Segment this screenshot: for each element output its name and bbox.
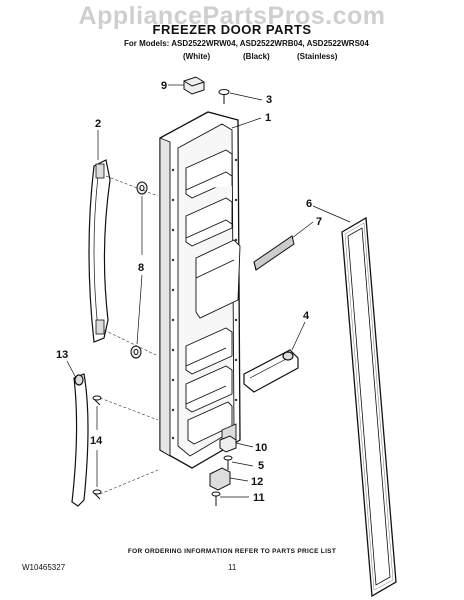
variant-stainless: (Stainless) [297, 52, 338, 61]
freezer-door-panel [159, 111, 241, 469]
callout-2: 2 [95, 118, 101, 130]
leader-lines [66, 84, 351, 498]
lower-handle [71, 373, 89, 507]
callout-9: 9 [161, 80, 167, 92]
callout-13: 13 [56, 349, 68, 361]
callout-8: 8 [138, 262, 144, 274]
callout-12: 12 [251, 476, 263, 488]
callout-14: 14 [90, 435, 103, 447]
variant-white: (White) [183, 52, 211, 61]
callout-5: 5 [258, 460, 264, 472]
bottom-hinge-bushing [219, 435, 237, 453]
door-gasket [341, 216, 397, 598]
callout-6: 6 [306, 198, 312, 210]
models-line: For Models: ASD2522WRW04, ASD2522WRB04, … [124, 39, 369, 48]
assembly-dash-lines [99, 175, 159, 495]
page-title: FREEZER DOOR PARTS [152, 22, 312, 37]
bottom-hinge-bracket [209, 467, 231, 491]
callout-numbers: 1 2 3 4 5 6 7 8 9 10 11 12 13 14 [56, 80, 322, 504]
callout-10: 10 [255, 442, 267, 454]
magnet-strip [253, 235, 295, 271]
bin-handle [243, 349, 299, 393]
top-screw [218, 89, 230, 104]
door-handle [88, 159, 111, 343]
hinge-cover-cap [183, 76, 205, 95]
document-number: W10465327 [22, 563, 66, 572]
callout-1: 1 [265, 112, 271, 124]
watermark: AppliancePartsPros.com [78, 2, 386, 30]
page-number: 11 [228, 563, 237, 572]
bracket-screw [211, 491, 221, 506]
callout-7: 7 [316, 216, 322, 228]
ordering-note: FOR ORDERING INFORMATION REFER TO PARTS … [127, 548, 337, 555]
callout-11: 11 [253, 492, 265, 504]
hinge-pin-screw [223, 455, 233, 470]
lower-handle-screw [92, 395, 102, 500]
variant-black: (Black) [243, 52, 270, 61]
callout-4: 4 [303, 310, 310, 322]
callout-3: 3 [266, 94, 272, 106]
